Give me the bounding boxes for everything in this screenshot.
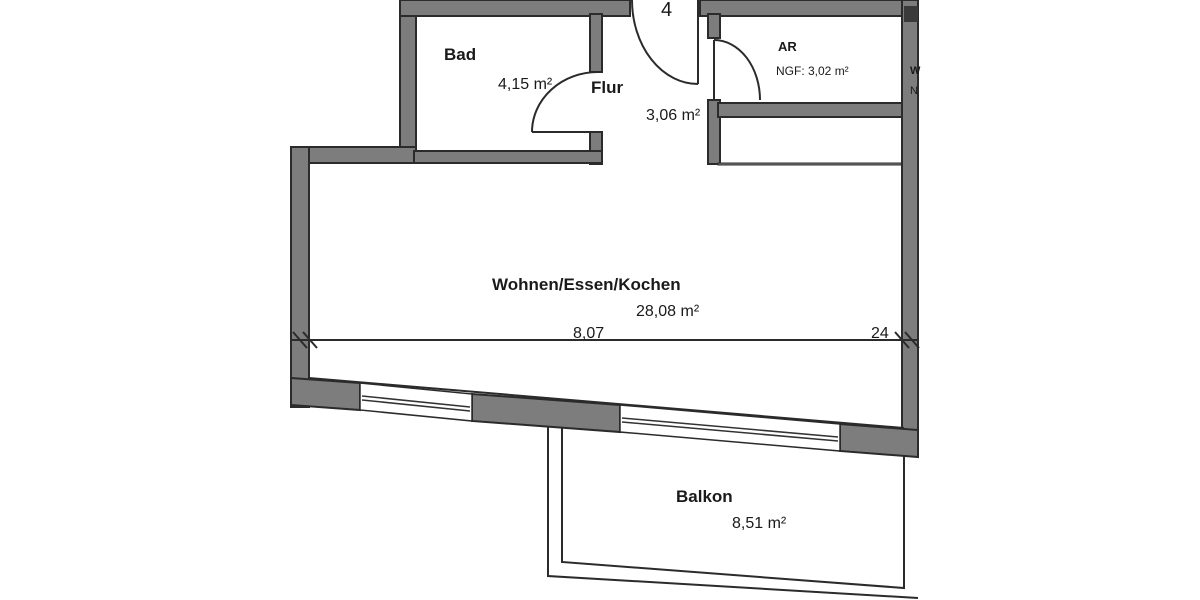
door-ar <box>713 39 761 101</box>
wall-bad-flur <box>589 13 603 73</box>
wall-bottom-left <box>290 376 361 412</box>
wall-bottom-mid <box>471 392 621 434</box>
cutoff-label-bottom: N <box>910 85 918 97</box>
wall-bad-bottom <box>413 150 603 164</box>
room-name-bad: Bad <box>444 45 476 64</box>
wall-top-right <box>699 0 919 17</box>
room-area-bad: 4,15 m² <box>498 76 553 93</box>
wall-ar-bottom <box>717 102 905 118</box>
wall-main-left <box>290 146 310 408</box>
door-entry <box>631 0 699 85</box>
wall-flur-ar <box>707 13 721 39</box>
room-area-balkon: 8,51 m² <box>732 515 787 532</box>
room-name-balkon: Balkon <box>676 487 733 506</box>
room-name-wohnen: Wohnen/Essen/Kochen <box>492 275 681 294</box>
wall-store-bottom <box>717 162 905 166</box>
dimension-line <box>291 331 920 349</box>
room-name-ar: AR <box>778 39 797 54</box>
room-area-flur: 3,06 m² <box>646 107 701 124</box>
window-right <box>619 404 841 452</box>
wall-bad-top <box>399 0 631 17</box>
wall-right-edge-dark <box>904 6 918 22</box>
cutoff-label-top: W <box>910 65 921 77</box>
balcony-outline <box>547 426 919 599</box>
wall-bottom-right <box>839 422 919 459</box>
room-area-wohnen: 28,08 m² <box>636 303 700 320</box>
window-left <box>359 382 473 422</box>
unit-number: 4 <box>661 0 672 21</box>
dimension-width-side: 24 <box>871 325 889 342</box>
room-area-ar: NGF: 3,02 m² <box>776 64 849 78</box>
room-name-flur: Flur <box>591 78 623 97</box>
dimension-width-main: 8,07 <box>573 325 604 342</box>
wall-bad-left <box>399 0 417 164</box>
wall-bottom-inner <box>308 377 905 429</box>
door-bad <box>531 71 599 133</box>
